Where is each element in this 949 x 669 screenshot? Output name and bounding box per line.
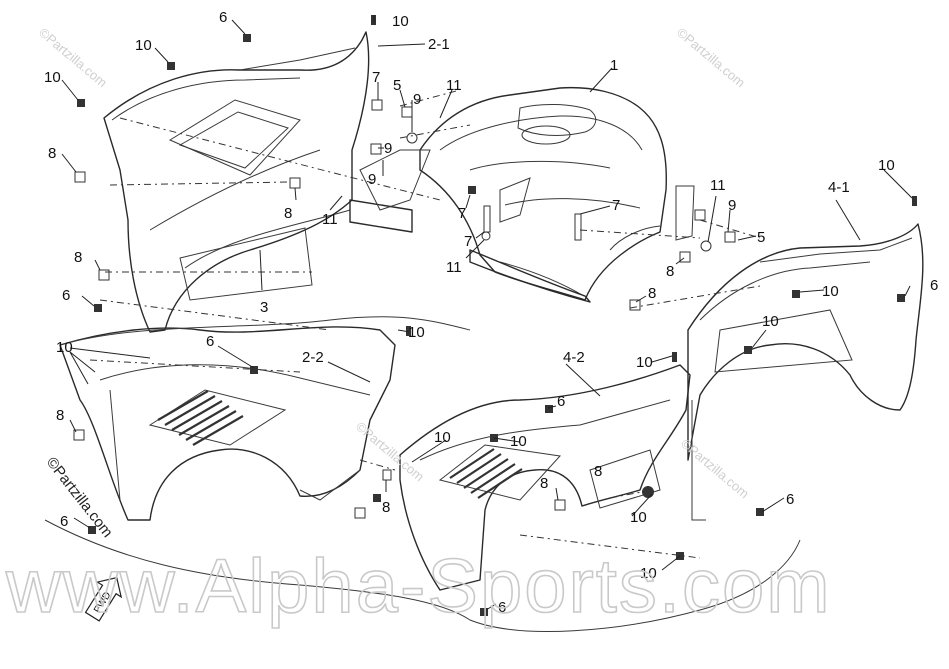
left-footwell [59,326,396,521]
callout-8: 8 [56,407,64,424]
callout-10: 10 [636,354,653,371]
center-body-panel [419,86,695,301]
callout-9: 9 [384,140,392,157]
callout-10: 10 [408,324,425,341]
callout-1: 1 [610,57,618,74]
callout-8: 8 [540,475,548,492]
callout-2-2: 2-2 [302,349,324,366]
callout-9: 7 [458,205,466,222]
callout-6: 6 [60,513,68,530]
callout-10: 10 [56,339,73,356]
callout-8: 8 [74,249,82,266]
alignment-lines [89,89,761,559]
callout-8: 8 [284,205,292,222]
callout-7: 7 [464,233,472,250]
callout-8: 8 [594,463,602,480]
callout-6: 6 [219,9,227,26]
callout-10: 10 [392,13,409,30]
watermark-side: ©Partzilla.com [43,454,116,541]
callout-8: 8 [666,263,674,280]
callout-8: 8 [382,499,390,516]
callout-9: 9 [413,91,421,108]
callout-10: 10 [630,509,647,526]
callout-11: 11 [446,77,462,94]
callout-4-2: 4-2 [563,349,585,366]
callout-6: 6 [498,599,506,616]
callout-6: 6 [62,287,70,304]
left-front-fender [103,31,370,333]
watermark-right: ©Partzilla.com [678,436,752,501]
watermark-main: www.Alpha-Sports.com [5,544,832,629]
watermark-top-right: ©Partzilla.com [674,25,748,90]
callout-10: 10 [135,37,152,54]
callout-9: 9 [728,197,736,214]
callout-6: 6 [557,393,565,410]
callout-6: 6 [786,491,794,508]
callout-10: 10 [640,565,657,582]
callout-11: 11 [446,259,462,276]
callout-6: 6 [930,277,938,294]
callout-11: 11 [710,177,726,194]
right-front-fender [687,223,924,521]
fasteners [73,15,917,616]
leader-lines [61,15,913,611]
callout-6: 6 [206,333,214,350]
right-footwell [399,364,691,591]
callout-10: 10 [434,429,451,446]
callout-4-1: 4-1 [828,179,850,196]
callout-10: 10 [510,433,527,450]
callout-8: 8 [48,145,56,162]
forward-arrow-icon: FWD [84,576,123,622]
callout-10: 10 [44,69,61,86]
lower-body-outline [44,316,801,632]
callout-5: 5 [757,229,765,246]
callout-10: 10 [762,313,779,330]
callout-3: 3 [260,299,268,316]
callout-7: 7 [612,197,620,214]
callout-10: 10 [822,283,839,300]
callout-11: 11 [322,211,338,228]
callout-9: 9 [368,171,376,188]
callout-8: 8 [648,285,656,302]
callout-2-1: 2-1 [428,36,450,53]
callout-7: 7 [372,69,380,86]
callout-5: 5 [393,77,401,94]
center-brackets [349,149,591,303]
callout-labels: 6 10 2-1 10 10 7 5 11 9 1 8 8 9 11 9 7 7… [44,9,938,616]
callout-10: 10 [878,157,895,174]
